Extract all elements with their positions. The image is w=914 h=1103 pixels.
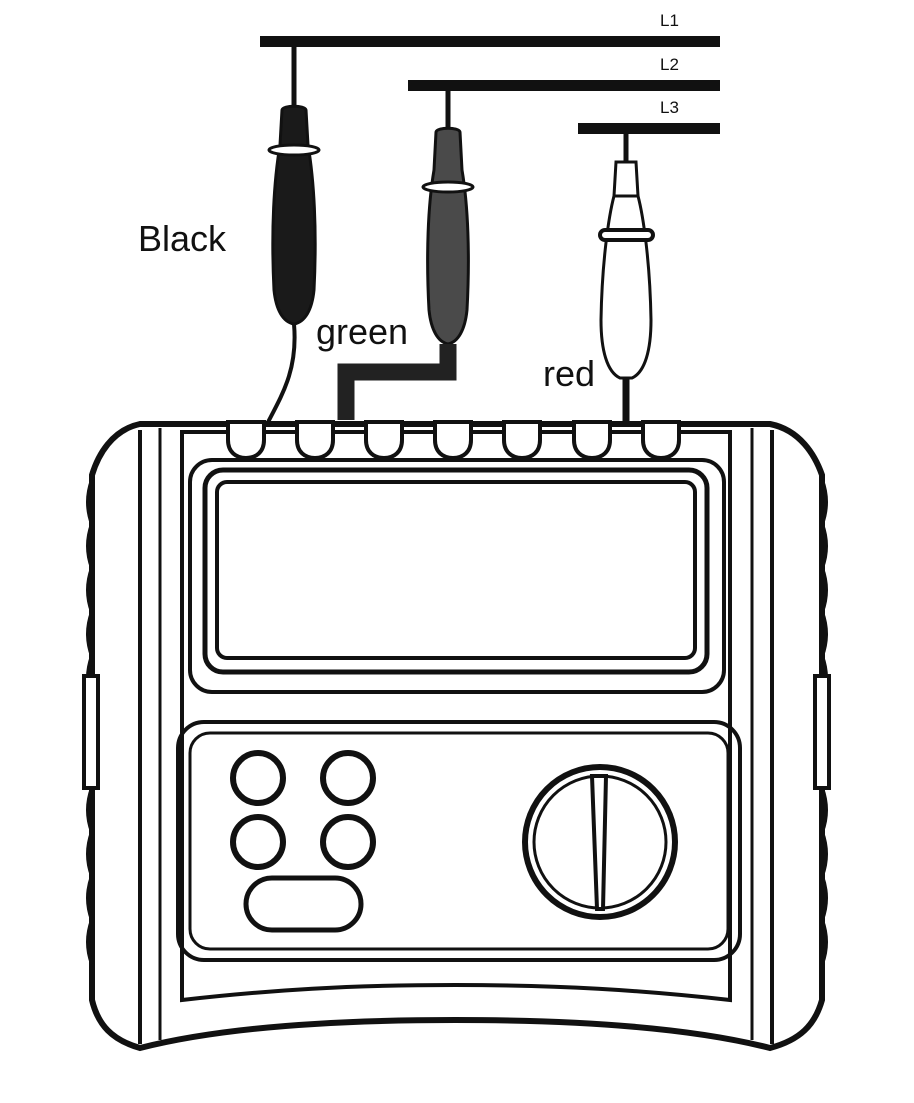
lcd-screen: [215, 480, 697, 660]
oblong-button[interactable]: [243, 875, 364, 933]
lead-label-black: Black: [138, 218, 227, 259]
terminal-2[interactable]: [295, 420, 335, 461]
terminal-4[interactable]: [433, 420, 473, 461]
lead-label-green: green: [316, 311, 408, 352]
lead-label-red: red: [543, 353, 595, 394]
red-probe-tip: [612, 160, 640, 198]
control-panel-frame: [176, 720, 742, 962]
phase-line-l3: [578, 123, 720, 134]
right-latch: [813, 674, 831, 790]
control-panel: [176, 720, 742, 962]
button-bottom-right[interactable]: [320, 814, 376, 870]
red-probe-guard: [598, 228, 655, 242]
rotary-selector-knob[interactable]: [522, 764, 678, 920]
phase-lines: L1 L2 L3: [260, 11, 720, 134]
phase-line-l1: [260, 36, 720, 47]
green-probe-guard: [421, 180, 475, 194]
black-probe: [264, 47, 321, 427]
meter-face: [180, 430, 732, 1003]
display-bezel: [188, 458, 726, 694]
terminal-1[interactable]: [226, 420, 266, 461]
control-panel-inner: [188, 731, 730, 951]
green-probe: [337, 91, 475, 420]
red-probe-handle: [599, 194, 653, 380]
terminal-6[interactable]: [572, 420, 612, 461]
button-top-left[interactable]: [230, 750, 286, 806]
button-bottom-left[interactable]: [230, 814, 286, 870]
knob-pointer: [589, 774, 609, 911]
black-lead-wire: [264, 323, 297, 427]
phase-line-l2: [408, 80, 720, 91]
phase-label-l2: L2: [660, 55, 679, 74]
black-probe-guard: [267, 143, 321, 157]
left-latch: [82, 674, 100, 790]
green-lead-wire: [337, 344, 457, 420]
terminal-5[interactable]: [502, 420, 542, 461]
terminal-7[interactable]: [641, 420, 681, 461]
black-probe-handle: [271, 104, 317, 326]
phase-label-l3: L3: [660, 98, 679, 117]
red-probe: [598, 134, 655, 422]
display-frame: [202, 467, 710, 675]
terminal-3[interactable]: [364, 420, 404, 461]
display-area: [188, 458, 726, 694]
green-probe-handle: [426, 126, 470, 346]
button-top-right[interactable]: [320, 750, 376, 806]
phase-label-l1: L1: [660, 11, 679, 30]
